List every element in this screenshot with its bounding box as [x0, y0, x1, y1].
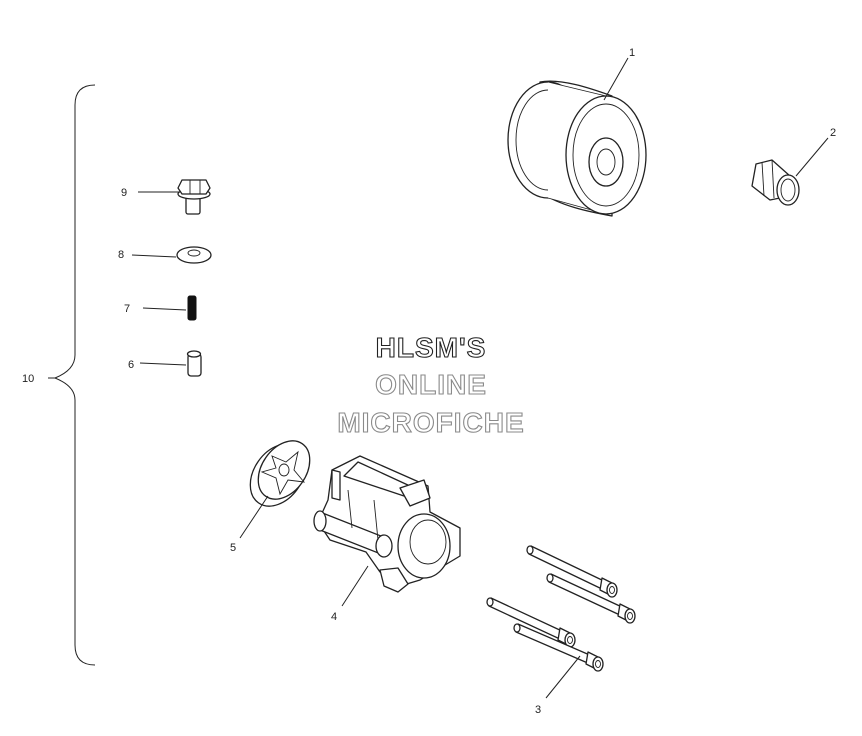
leader-5: [239, 495, 269, 539]
watermark: HLSM'S ONLINE MICROFICHE: [337, 331, 524, 438]
dowel-pin: [186, 350, 202, 377]
cap-screw: [526, 545, 618, 598]
watermark-line-1: HLSM'S: [376, 332, 487, 363]
flange-bolt: [177, 179, 211, 215]
callout-2: 2: [830, 127, 836, 139]
callout-3: 3: [535, 704, 541, 716]
leader-1: [603, 57, 629, 101]
cap-screws: [486, 545, 636, 672]
callout-6: 6: [128, 359, 134, 371]
cap-screw: [486, 597, 576, 648]
callout-5: 5: [230, 542, 236, 554]
cap-screw: [546, 573, 636, 624]
oil-fitting: [751, 159, 800, 206]
callout-8: 8: [118, 249, 124, 261]
callout-4: 4: [331, 611, 337, 623]
cap-screw: [513, 623, 604, 672]
callout-1: 1: [629, 47, 635, 59]
watermark-line-3: MICROFICHE: [337, 407, 524, 438]
assembly-bracket: [53, 84, 96, 666]
leader-2: [795, 137, 829, 177]
oil-filter: [507, 80, 647, 217]
pump-housing: [313, 455, 461, 593]
leader-3: [545, 655, 581, 699]
callout-9: 9: [121, 187, 127, 199]
leader-4: [341, 565, 369, 607]
leader-7: [142, 307, 187, 311]
spring: [187, 295, 197, 321]
leader-8: [131, 254, 177, 258]
callout-10: 10: [22, 373, 34, 385]
callout-7: 7: [124, 303, 130, 315]
pump-rotor: [249, 440, 311, 507]
leader-6: [139, 362, 187, 366]
washer: [176, 246, 212, 264]
watermark-line-2: ONLINE: [375, 369, 487, 400]
